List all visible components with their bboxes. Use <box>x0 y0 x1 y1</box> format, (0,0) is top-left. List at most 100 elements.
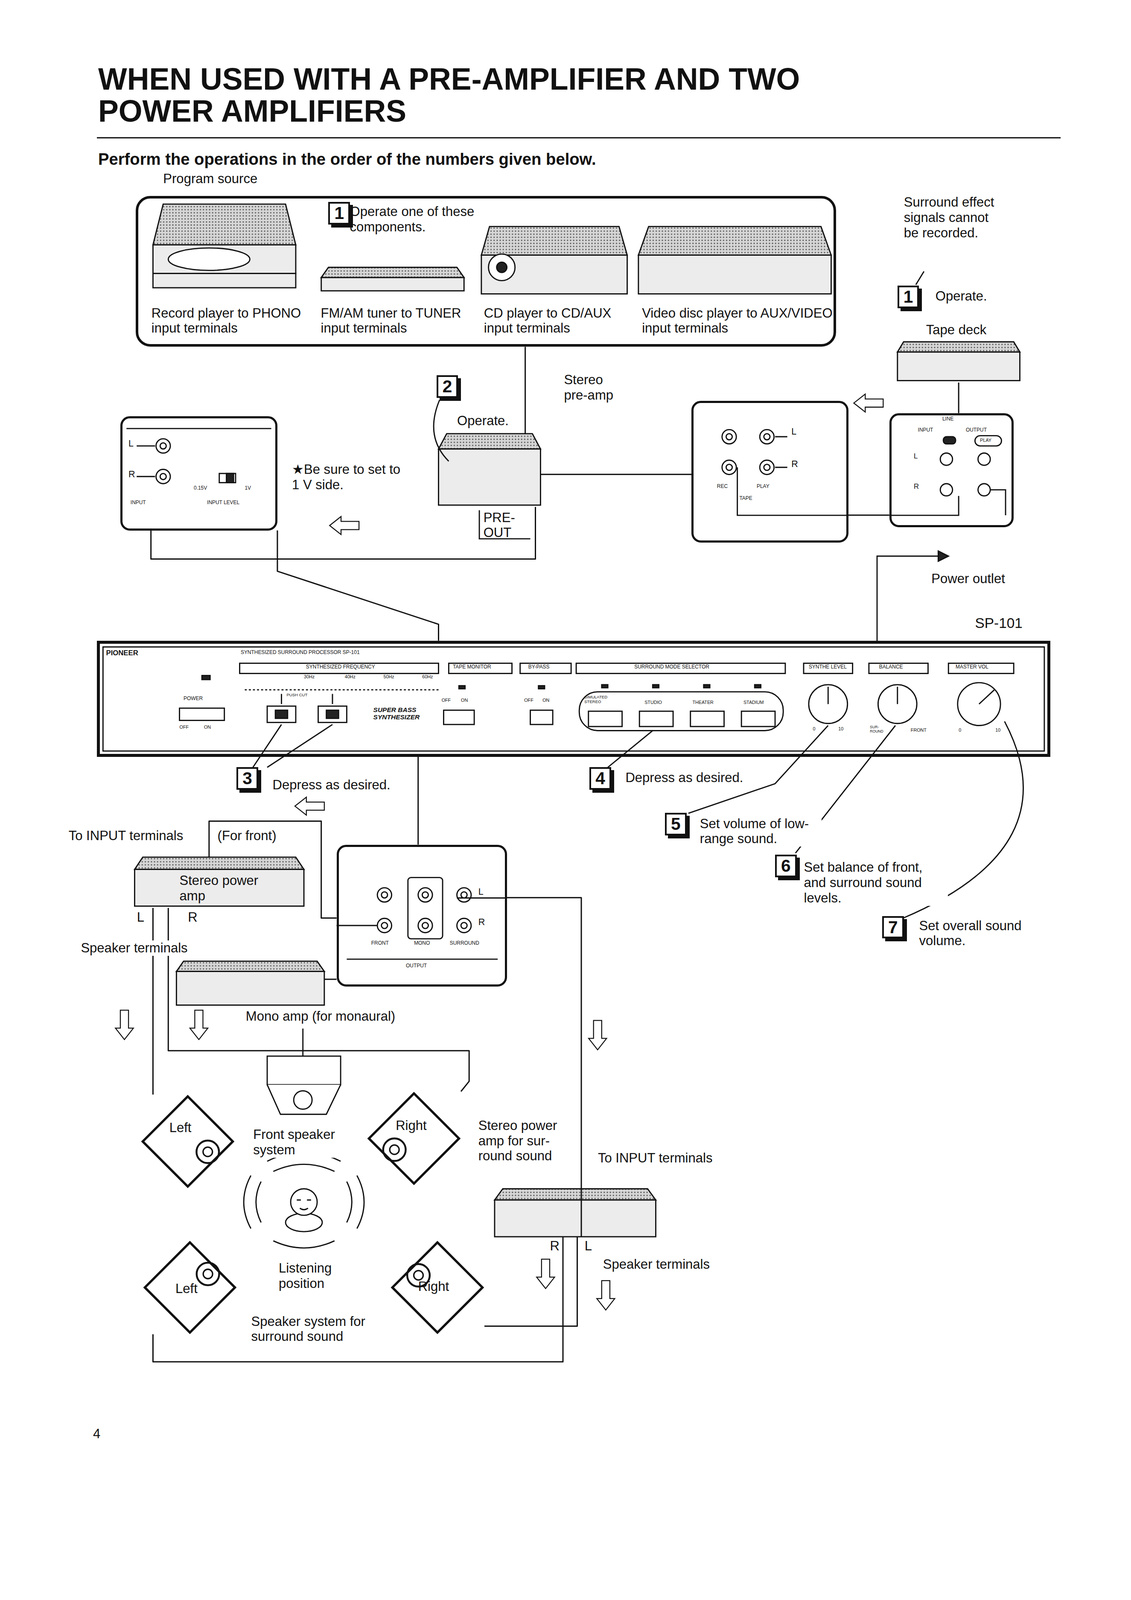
note-label: Speaker system for surround sound <box>249 1313 396 1344</box>
signal-wire <box>540 473 692 476</box>
node-text: L <box>791 426 797 438</box>
callout-number: 2 <box>436 375 459 398</box>
note-label: To INPUT terminals <box>67 827 185 844</box>
processor-panel <box>579 691 784 731</box>
node-text: Right <box>395 1117 427 1134</box>
node-text: Tape deck <box>926 322 987 338</box>
listener <box>290 1188 318 1216</box>
node-text: 10 <box>838 725 844 732</box>
node-text: 0 <box>812 725 816 732</box>
tape-jacks <box>722 460 737 475</box>
node-text: FRONT <box>910 727 927 733</box>
processor-panel <box>443 710 475 725</box>
component-box: Video disc player to AUX/VIDEO input ter… <box>639 224 836 340</box>
node-text: LINE <box>942 416 954 423</box>
callout-number: 5 <box>664 812 687 836</box>
note-label: L <box>583 1238 594 1254</box>
speaker-cabinet <box>144 1241 235 1333</box>
component-box: Stereo power amp <box>134 856 304 908</box>
speaker-cabinet <box>392 1241 483 1333</box>
node-text: INPUT <box>918 427 934 434</box>
node-text: Record player to PHONO input terminals <box>151 305 320 336</box>
speaker-cone <box>389 1144 400 1155</box>
video-disc-player <box>638 226 832 295</box>
deck-jacks <box>978 483 991 496</box>
node-text: CD player to CD/AUX input terminals <box>483 305 637 336</box>
tape-jacks <box>725 464 732 471</box>
node-text: PLAY <box>979 437 992 443</box>
node-text: R <box>913 482 919 491</box>
processor-panel <box>244 688 439 691</box>
front-power-amp <box>134 856 304 907</box>
tape-jacks <box>759 460 774 475</box>
processor-panel <box>690 711 725 727</box>
node-text: Left <box>169 1119 192 1136</box>
cd-player <box>481 226 628 256</box>
terminal-panel: LINEINPUTOUTPUTPLAYLR <box>889 413 1015 528</box>
processor-panel <box>588 711 623 727</box>
mono-amp <box>176 961 324 972</box>
node-text: Right <box>418 1278 449 1295</box>
tuner <box>321 267 465 278</box>
node-text: OFF <box>441 697 452 703</box>
node-text: L <box>478 886 484 898</box>
node-text: SURROUND <box>449 940 480 947</box>
processor-panel <box>741 711 776 727</box>
deck-jacks <box>943 436 956 444</box>
signal-wire <box>484 1235 578 1326</box>
surround-power-amp <box>494 1199 656 1237</box>
output-jacks <box>381 891 388 898</box>
node-text: STADIUM <box>743 699 764 705</box>
output-jacks <box>346 958 498 960</box>
deck-jacks <box>940 452 953 466</box>
center-speaker <box>293 1090 312 1109</box>
node-text: R <box>791 458 799 470</box>
speaker-cone <box>196 1140 219 1164</box>
cd-player <box>481 226 628 295</box>
node-text: SIMULATED STEREO <box>584 694 624 704</box>
output-jacks <box>457 887 472 902</box>
callout-leaders <box>938 550 949 562</box>
cd-player <box>488 253 516 281</box>
node-text: PLAY <box>756 483 770 490</box>
processor-panel <box>652 684 659 688</box>
output-jacks <box>422 891 429 898</box>
record-player <box>152 204 296 245</box>
node-text: INPUT <box>130 499 146 506</box>
surround-power-amp <box>494 1188 656 1200</box>
callout-leaders <box>688 725 828 814</box>
signal-wire <box>417 756 419 845</box>
input-jacks <box>156 438 171 453</box>
node-text: POWER <box>183 695 203 702</box>
processor-panel <box>458 685 465 689</box>
output-jacks <box>408 877 443 939</box>
terminal-panel: LRFRONTMONOSURROUNDOUTPUT <box>336 844 508 987</box>
input-jacks <box>126 428 272 484</box>
node-text: BALANCE <box>879 664 904 671</box>
node-text: PRE- OUT <box>483 510 525 541</box>
note-label: Set overall sound volume. <box>918 918 1035 949</box>
note-label: (For front) <box>216 827 278 844</box>
output-jacks <box>381 922 388 929</box>
node-text: TAPE <box>739 495 753 502</box>
flow-arrow <box>536 1259 555 1289</box>
output-jacks <box>418 918 433 933</box>
node-text: ON <box>460 697 468 703</box>
listener <box>285 1212 323 1232</box>
node-text: 0.15V <box>193 485 207 492</box>
tape-jacks <box>763 433 770 440</box>
processor-panel <box>530 710 554 725</box>
processor-panel <box>754 684 761 688</box>
signal-wire <box>848 514 890 516</box>
processor-panel <box>239 663 439 674</box>
processor-panel <box>827 686 829 705</box>
note-label: Speaker terminals <box>79 940 189 956</box>
title-rule <box>96 137 1061 139</box>
node-text: SYNTHESIZED FREQUENCY <box>306 664 376 671</box>
deck-jacks <box>940 483 953 496</box>
tuner <box>321 267 465 291</box>
speaker-cabinet <box>142 1096 233 1187</box>
record-player <box>152 273 296 288</box>
processor-panel <box>102 646 1045 751</box>
